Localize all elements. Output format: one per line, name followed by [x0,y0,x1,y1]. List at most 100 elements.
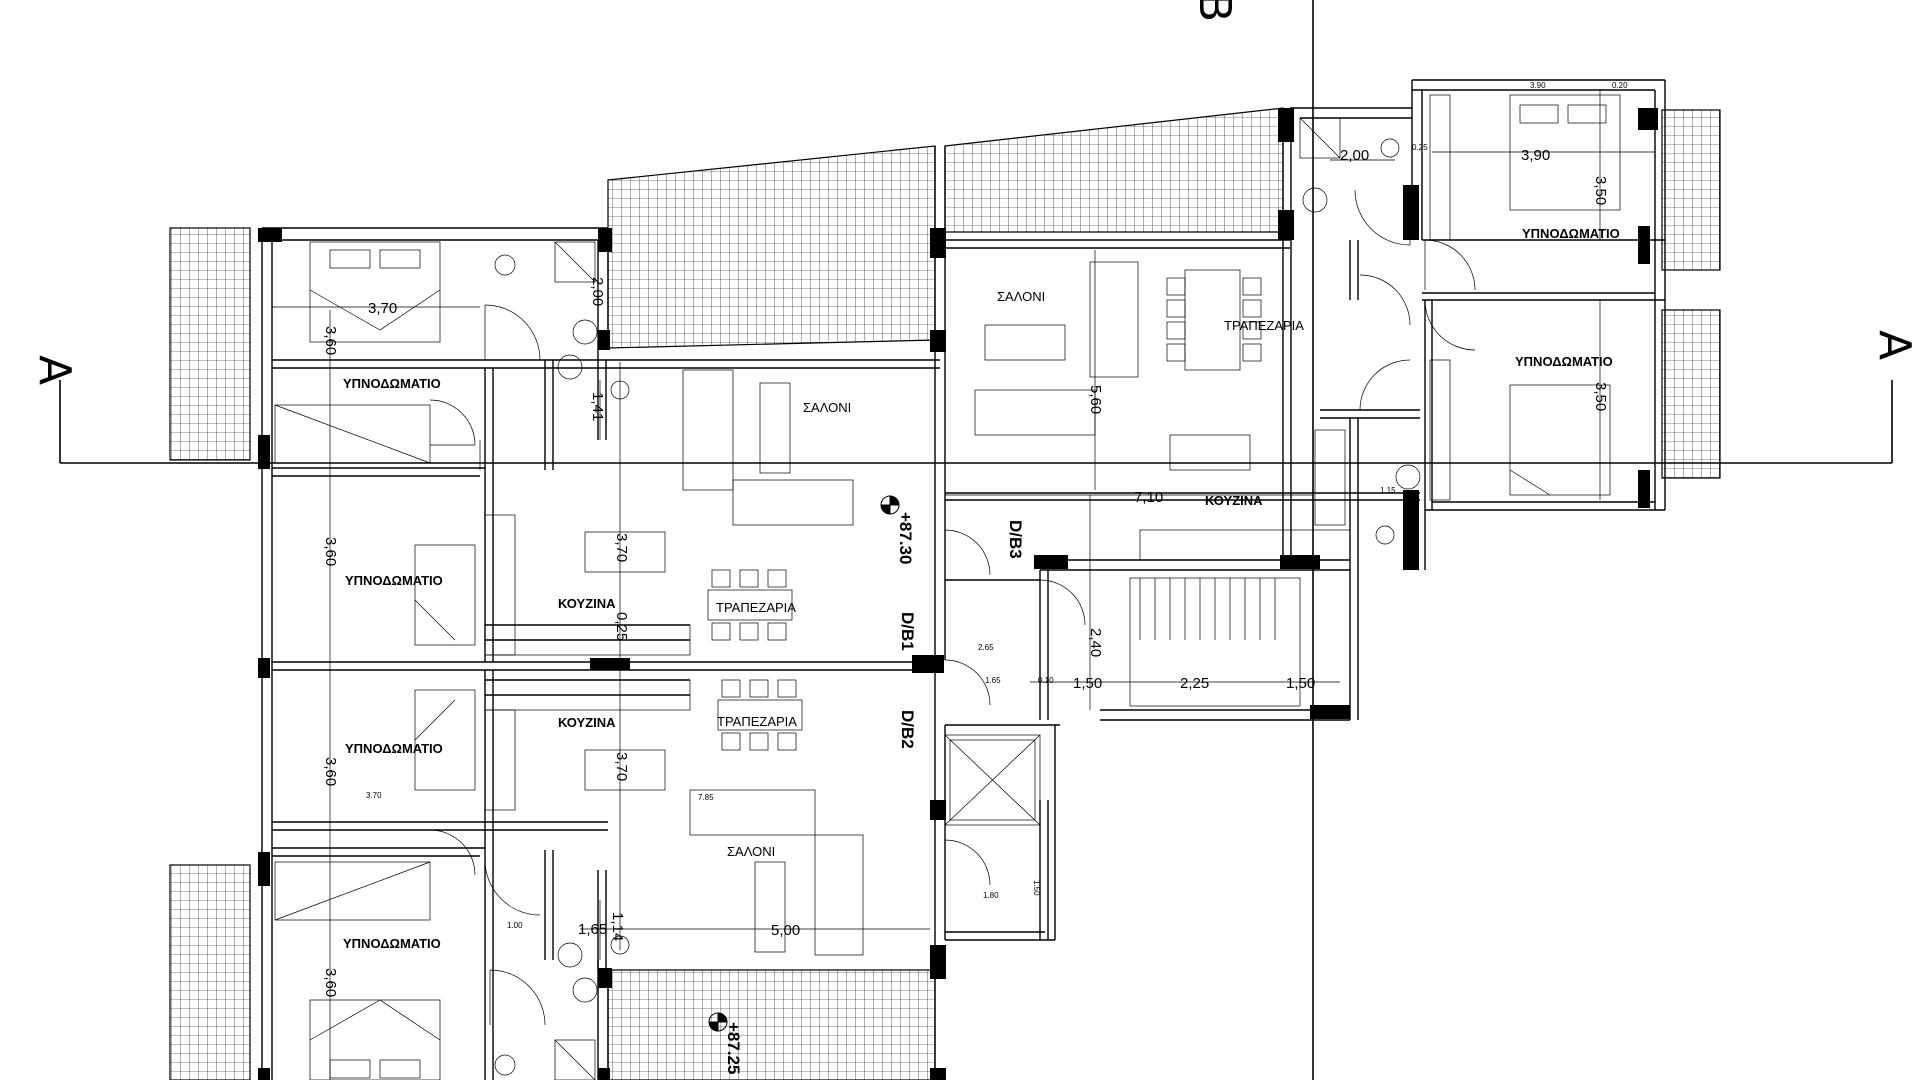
dim-small-3-70: 3.70 [366,791,382,800]
dining-chair [749,732,769,751]
dim-bath-1-14: 1,14 [609,912,626,941]
dim-right-bath-2-00: 2,00 [1340,147,1369,164]
dim-living-5-60: 5,60 [1087,385,1104,414]
room-label-bedroom-6: ΥΠΝΟΔΩΜΑΤΙΟ [1515,354,1613,369]
dining-table [707,589,793,621]
dining-chair [1166,277,1186,296]
dim-living-1-65: 1,65 [578,921,607,938]
dim-right-bedroom-3-50-bottom: 3,50 [1592,382,1609,411]
room-label-living-2: ΣΑΛΟΝΙ [727,844,775,859]
dim-bath-2-00: 2,00 [589,277,606,306]
section-marker-top[interactable]: B [1189,0,1240,22]
section-lines [59,0,1893,1080]
section-markers[interactable]: A A B [29,0,1920,385]
dim-kitchen-3-70-lower: 3,70 [613,752,630,781]
dimension-lines [272,90,1655,1080]
veranda-far-right-upper [1661,109,1721,271]
verandas [169,107,1721,1080]
room-label-kitchen-1: ΚΟΥΖΙΝΑ [558,596,616,611]
room-label-bedroom-2: ΥΠΝΟΔΩΜΑΤΙΟ [345,573,443,588]
veranda-top-right [944,107,1284,233]
dim-small-0-20: 0.20 [1612,81,1628,90]
dim-right-bedroom-3-50-top: 3,50 [1592,176,1609,205]
dim-small-1-80: 1.80 [983,891,999,900]
room-label-living-1: ΣΑΛΟΝΙ [803,400,851,415]
dim-kitchen-7-10: 7,10 [1134,489,1163,506]
doors [429,189,1476,1026]
veranda-far-right-lower [1661,309,1721,479]
dim-small-1-50: 1.50 [1032,880,1041,896]
room-label-bedroom-4: ΥΠΝΟΔΩΜΑΤΙΟ [343,936,441,951]
room-label-bedroom-1: ΥΠΝΟΔΩΜΑΤΙΟ [343,376,441,391]
dim-kitchen-3-70-upper: 3,70 [613,533,630,562]
dining-chair [1166,343,1186,362]
room-label-bedroom-5: ΥΠΝΟΔΩΜΑΤΙΟ [1522,226,1620,241]
walls [261,79,1666,1080]
dim-stair-1-50-right: 1,50 [1286,675,1315,692]
dim-small-7-85: 7.85 [698,793,714,802]
level-label-upper: +87.30 [896,512,915,564]
dim-small-1-00: 1.00 [507,921,523,930]
dim-bath-1-41: 1,41 [589,392,606,421]
dim-small-2-65: 2.65 [978,643,994,652]
dim-kitchen-0-25: 0,25 [613,612,630,641]
dining-chair [1242,299,1262,318]
dining-chair [767,622,787,641]
dim-small-1-15: 1.15 [1380,486,1396,495]
columns [258,108,1658,1080]
dimension-labels: 3,70 3,60 3,60 3,60 3,60 2,00 1,41 3,70 … [322,81,1628,997]
stair-core [944,577,1301,826]
dim-small-3-90: 3.90 [1530,81,1546,90]
room-labels: ΥΠΝΟΔΩΜΑΤΙΟ ΥΠΝΟΔΩΜΑΤΙΟ ΥΠΝΟΔΩΜΑΤΙΟ ΥΠΝΟ… [343,226,1620,951]
dim-small-1-65: 1.65 [985,676,1001,685]
room-label-dining-1: ΤΡΑΠΕΖΑΡΙΑ [716,600,796,615]
dining-chair [1242,277,1262,296]
dim-stair-2-40: 2,40 [1087,628,1104,657]
dim-bedroom-height-4: 3,60 [322,968,339,997]
annotations: D/B3 D/B1 D/B2 +87.30 +87.25 [708,495,1025,1074]
dining-chair [739,622,759,641]
dining-chair [721,679,741,698]
dim-small-0-10: 0.10 [1038,676,1054,685]
dining-chair [711,569,731,588]
veranda-lower-left [169,864,251,1080]
dining-chair [767,569,787,588]
dining-chair [721,732,741,751]
dining-table [1184,269,1241,371]
shaft-label-db2: D/B2 [898,710,917,749]
veranda-bottom-middle [607,969,936,1080]
dining-chair [1166,299,1186,318]
room-label-living-3: ΣΑΛΟΝΙ [997,289,1045,304]
section-marker-right[interactable]: A [1869,330,1920,360]
dim-stair-2-25: 2,25 [1180,675,1209,692]
dining-chair [1242,321,1262,340]
dining-chair [777,732,797,751]
dim-bedroom-height-top: 3,60 [322,326,339,355]
veranda-upper-left [169,227,251,461]
dining-chair [749,679,769,698]
dim-right-bedroom-3-90: 3,90 [1521,147,1550,164]
section-marker-left[interactable]: A [29,355,80,385]
level-label-lower: +87.25 [724,1022,743,1074]
dining-chair [1242,343,1262,362]
dining-table [717,699,803,731]
veranda-top-middle [607,145,936,349]
dining-chair [777,679,797,698]
dim-living-5-00: 5,00 [771,922,800,939]
room-label-kitchen-2: ΚΟΥΖΙΝΑ [558,715,616,730]
dim-bedroom-height-3: 3,60 [322,757,339,786]
dim-small-0-25: 0.25 [1412,143,1428,152]
room-label-bedroom-3: ΥΠΝΟΔΩΜΑΤΙΟ [345,741,443,756]
shaft-label-db3: D/B3 [1006,520,1025,559]
dining-chair [1166,321,1186,340]
dining-chair [711,622,731,641]
dining-chair [739,569,759,588]
dim-stair-1-50-left: 1,50 [1073,675,1102,692]
dim-bedroom-height-2: 3,60 [322,537,339,566]
room-label-dining-2: ΤΡΑΠΕΖΑΡΙΑ [717,714,797,729]
room-label-kitchen-3: ΚΟΥΖΙΝΑ [1205,493,1263,508]
shaft-label-db1: D/B1 [898,612,917,651]
dim-bedroom-width-top: 3,70 [368,300,397,317]
room-label-dining-3: ΤΡΑΠΕΖΑΡΙΑ [1224,318,1304,333]
